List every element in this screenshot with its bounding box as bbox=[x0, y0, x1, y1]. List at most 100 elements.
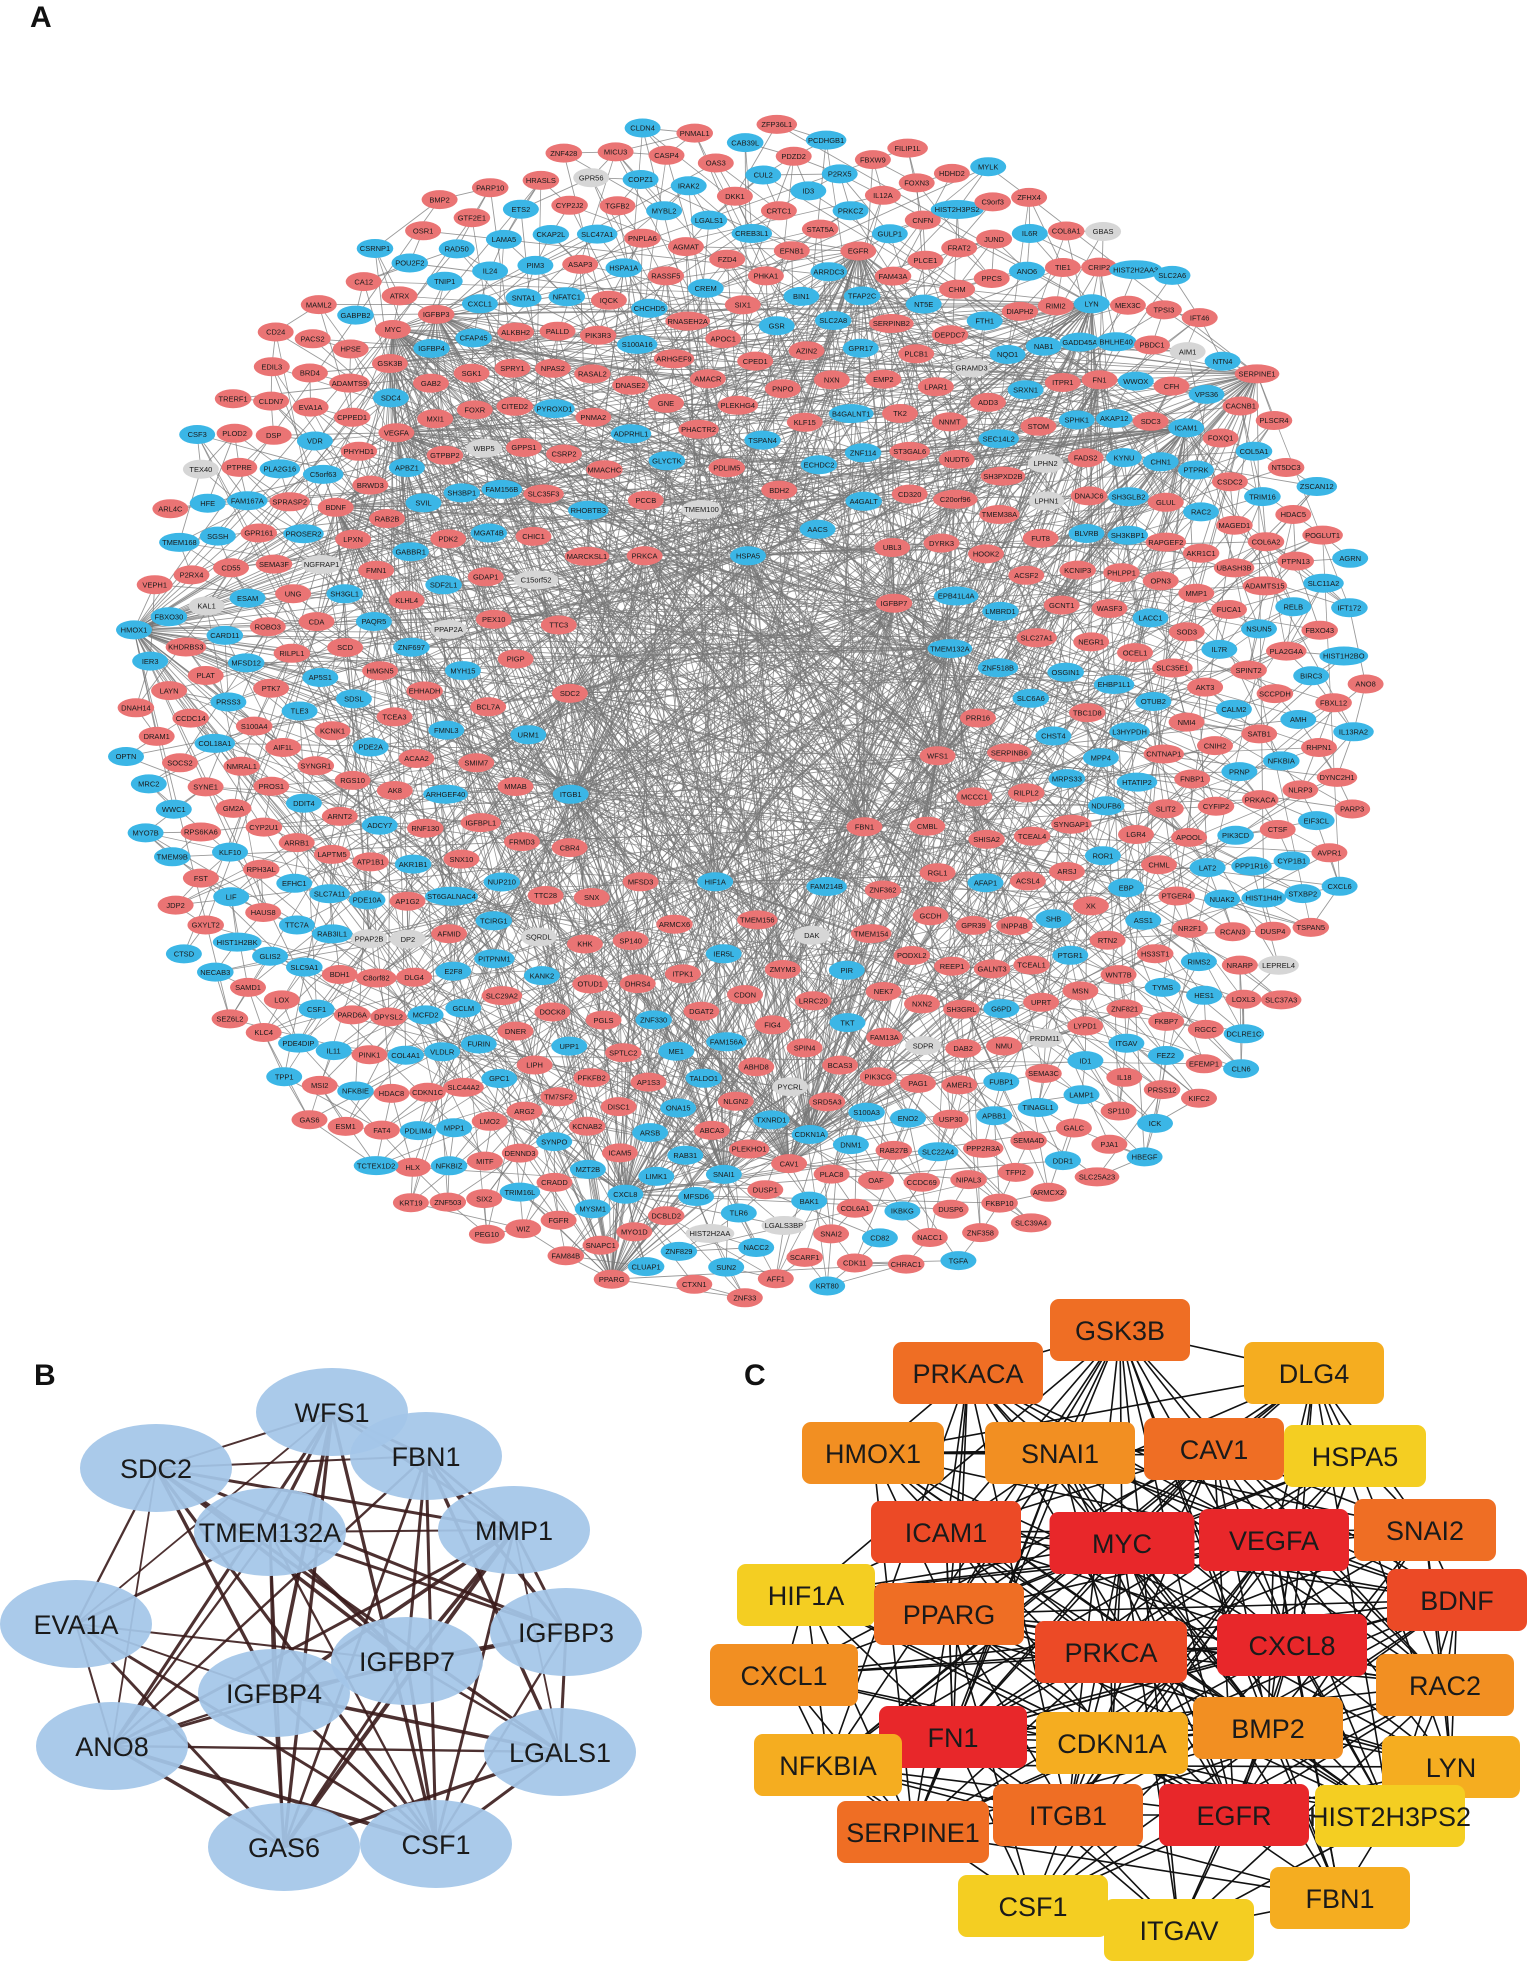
gene-node-rgl1: RGL1 bbox=[919, 863, 956, 883]
gene-node-label: EBP bbox=[1119, 883, 1134, 892]
network-edge bbox=[569, 555, 749, 848]
network-edge bbox=[396, 432, 1154, 702]
gene-node-arrb1: ARRB1 bbox=[278, 833, 315, 853]
gene-node-label: ACAA2 bbox=[404, 754, 429, 763]
gene-node-wasf3: WASF3 bbox=[1091, 599, 1128, 618]
top-hub-node-itgav: ITGAV bbox=[1104, 1899, 1254, 1961]
gene-node-label: PEG10 bbox=[475, 1230, 499, 1239]
gene-node-label: NNMT bbox=[939, 418, 961, 427]
gene-node-label: CDON bbox=[734, 990, 756, 999]
gene-node-label: HRASLS bbox=[526, 176, 556, 185]
gene-node-label: EGFR bbox=[848, 247, 869, 256]
top-hub-node-cav1: CAV1 bbox=[1144, 1418, 1284, 1480]
gene-node-label: SYNGR1 bbox=[300, 762, 331, 771]
gene-node-label: KHK bbox=[577, 940, 592, 949]
network-edge bbox=[369, 887, 1127, 1056]
gene-node-fzd4: FZD4 bbox=[709, 249, 746, 269]
gene-node-mrc2: MRC2 bbox=[130, 774, 167, 794]
gene-node-label: LGALS1 bbox=[695, 216, 723, 225]
gene-node-label: TCEA3 bbox=[382, 713, 406, 722]
gene-node-label: LRRC20 bbox=[799, 997, 828, 1006]
gene-node-label: KANK2 bbox=[530, 971, 555, 980]
gene-node-nmu: NMU bbox=[985, 1036, 1022, 1056]
gene-node-s100a4: S100A4 bbox=[235, 716, 273, 736]
gene-node-cfh: CFH bbox=[1153, 376, 1190, 396]
gene-node-cbr4: CBR4 bbox=[551, 838, 588, 858]
gene-node-sod3: SOD3 bbox=[1168, 622, 1205, 642]
gene-node-lyn: LYN bbox=[1073, 294, 1110, 314]
network-edge bbox=[335, 507, 500, 1079]
gene-node-label: TSPAN4 bbox=[748, 436, 777, 445]
top-hub-node-hspa5: HSPA5 bbox=[1284, 1425, 1426, 1487]
gene-node-ppcs: PPCS bbox=[973, 269, 1010, 288]
gene-node-label: CDKN1A bbox=[795, 1130, 825, 1139]
gene-node-pnpla6: PNPLA6 bbox=[624, 228, 661, 248]
gene-node-pcdhgb1: PCDHGB1 bbox=[805, 130, 847, 150]
gene-node-rps6ka6: RPS6KA6 bbox=[180, 822, 222, 842]
gene-node-label: AP1S3 bbox=[637, 1078, 660, 1087]
gene-node-rab2b: RAB2B bbox=[369, 509, 406, 529]
gene-node-ubash3b: UBASH3B bbox=[1213, 558, 1255, 578]
gene-node-label: KLC4 bbox=[254, 1028, 273, 1037]
gene-node-label: BCL7A bbox=[476, 703, 500, 712]
gene-node-label: PNPO bbox=[772, 384, 793, 393]
gene-node-label: P2RX5 bbox=[828, 170, 852, 179]
gene-node-brwd3: BRWD3 bbox=[352, 475, 389, 495]
gene-node-crtc1: CRTC1 bbox=[760, 201, 797, 221]
gene-node-label: PITPNM1 bbox=[478, 954, 511, 963]
gene-node-label: ANO6 bbox=[1017, 267, 1037, 276]
gene-node-label: IL24 bbox=[483, 267, 498, 276]
gene-node-fth1: FTH1 bbox=[966, 311, 1003, 331]
gene-node-label: ARHGEF9 bbox=[656, 355, 691, 364]
gene-node-stat5a: STAT5A bbox=[801, 219, 839, 239]
gene-node-label: HIST2H2AA bbox=[689, 1229, 730, 1238]
gene-node-label: FAM13A bbox=[870, 1033, 899, 1042]
gene-node-label: ZNF518B bbox=[982, 663, 1014, 672]
gene-node-pgls: PGLS bbox=[585, 1010, 622, 1030]
gene-node-chm: CHM bbox=[939, 279, 976, 299]
gene-node-label: DCLRE1C bbox=[1226, 1030, 1262, 1039]
gene-node-label: ARSJ bbox=[1057, 867, 1076, 876]
gene-node-label: TBC1D8 bbox=[1073, 708, 1102, 717]
top-hub-node-cxcl1: CXCL1 bbox=[710, 1644, 858, 1706]
gene-node-label: URM1 bbox=[518, 730, 539, 739]
gene-node-tspan4: TSPAN4 bbox=[744, 430, 781, 450]
gene-node-label: ONA15 bbox=[666, 1104, 691, 1113]
gene-node-otub2: OTUB2 bbox=[1135, 692, 1172, 711]
gene-node-label: SLC29A2 bbox=[486, 991, 518, 1000]
gene-node-label: GDAP1 bbox=[473, 573, 498, 582]
gene-node-ngfrap1: NGFRAP1 bbox=[301, 555, 342, 574]
gene-node-label: MICU3 bbox=[604, 148, 627, 157]
network-edge bbox=[857, 250, 939, 756]
gene-node-ak8: AK8 bbox=[376, 781, 413, 800]
gene-node-label: IL12A bbox=[873, 191, 893, 200]
network-edge bbox=[133, 629, 1119, 976]
gene-node-label: MAGED1 bbox=[1219, 521, 1251, 530]
gene-node-pde4dip: PDE4DIP bbox=[278, 1033, 319, 1053]
gene-node-bdh1: BDH1 bbox=[321, 965, 358, 984]
gene-node-akt3: AKT3 bbox=[1187, 677, 1224, 697]
gene-node-label: NFATC1 bbox=[553, 292, 581, 301]
gene-node-label: WWC1 bbox=[162, 805, 186, 814]
gene-node-gpr161: GPR161 bbox=[240, 523, 278, 543]
gene-node-label: NXN2 bbox=[912, 1000, 932, 1009]
gene-node-gadd45a: GADD45A bbox=[1059, 332, 1101, 352]
gene-node-iqck: IQCK bbox=[590, 290, 627, 310]
gene-node-cradd: CRADD bbox=[536, 1172, 573, 1192]
gene-node-pink1: PINK1 bbox=[351, 1045, 388, 1065]
gene-node-label: NUAK2 bbox=[1210, 895, 1235, 904]
gene-node-label: GAS6 bbox=[299, 1115, 319, 1124]
gene-node-label: HPSE bbox=[340, 345, 360, 354]
gene-node-label: PHLPP1 bbox=[1107, 568, 1136, 577]
gene-node-mcfd2: MCFD2 bbox=[407, 1005, 444, 1025]
gene-node-label: CRIP2 bbox=[1088, 263, 1110, 272]
gene-node-diaph2: DIAPH2 bbox=[1001, 301, 1039, 321]
gene-node-label: VDR bbox=[307, 437, 323, 446]
gene-node-label: SCD bbox=[337, 643, 353, 652]
network-edge bbox=[335, 506, 1164, 755]
gene-node-label: IGFBP3 bbox=[423, 310, 450, 319]
gene-node-tmem154: TMEM154 bbox=[850, 924, 892, 944]
gene-node-amh: AMH bbox=[1280, 710, 1317, 729]
network-edge bbox=[776, 325, 784, 389]
gene-node-cyp1b1: CYP1B1 bbox=[1273, 851, 1311, 871]
